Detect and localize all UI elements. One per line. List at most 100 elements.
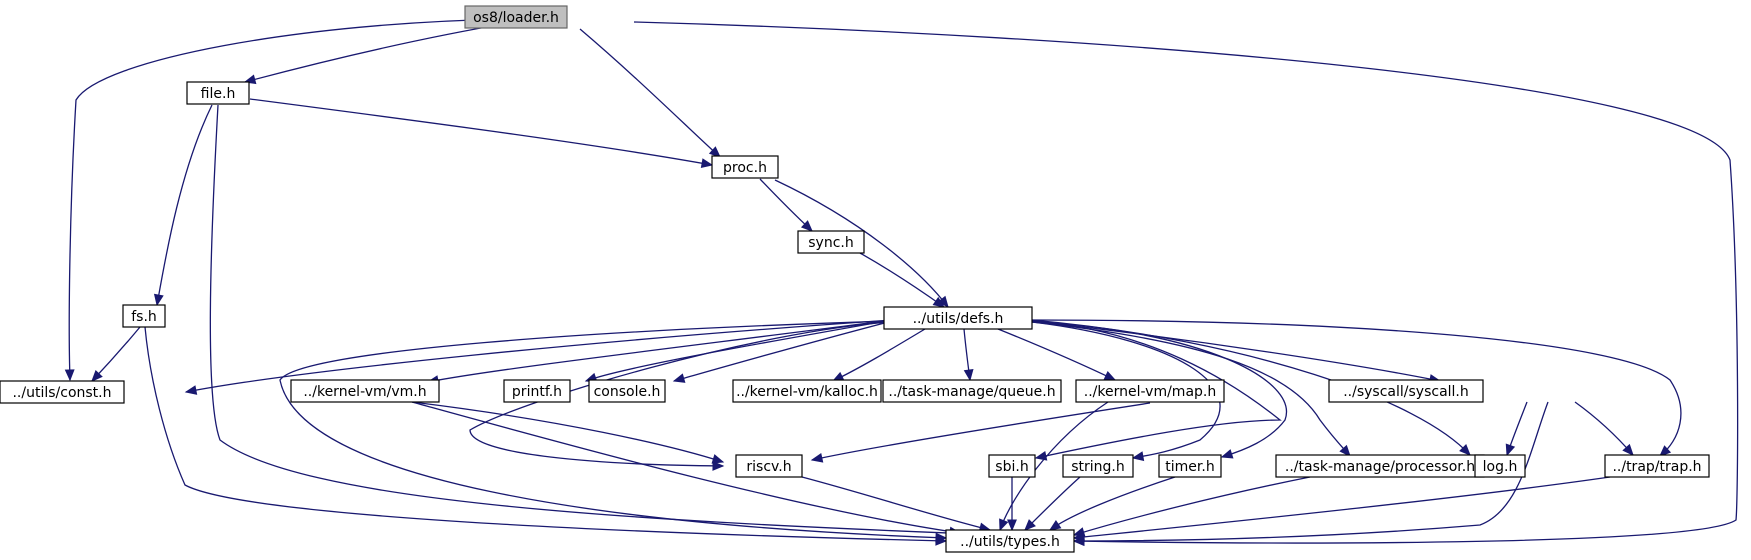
edge-arrowhead <box>810 452 824 463</box>
node-sbi[interactable]: sbi.h <box>988 454 1036 478</box>
edge-line <box>859 252 945 308</box>
edge-arrowhead <box>1622 443 1634 456</box>
node-map[interactable]: ../kernel-vm/map.h <box>1075 379 1225 403</box>
edge-syscall-to-log <box>1505 401 1528 457</box>
edge-line <box>411 401 961 534</box>
node-label: console.h <box>594 384 661 400</box>
node-trap[interactable]: ../trap/trap.h <box>1604 454 1710 478</box>
edge-vm-to-riscv <box>411 401 725 464</box>
edge-line <box>801 476 991 531</box>
edge-arrowhead <box>711 454 725 464</box>
edge-line <box>68 18 516 381</box>
edge-line <box>673 320 893 382</box>
node-processor[interactable]: ../task-manage/processor.h <box>1275 454 1485 478</box>
node-vm[interactable]: ../kernel-vm/vm.h <box>290 379 440 403</box>
node-console[interactable]: console.h <box>588 379 666 403</box>
edge-line <box>633 21 1739 544</box>
edge-arrowhead <box>935 532 948 543</box>
node-label: proc.h <box>723 160 767 176</box>
node-label: fs.h <box>131 309 157 325</box>
edge-arrowhead <box>700 158 714 169</box>
edge-arrowhead <box>1339 444 1351 457</box>
edge-string-to-types <box>1024 476 1081 531</box>
edge-arrowhead <box>708 146 721 158</box>
node-label: ../kernel-vm/map.h <box>1084 384 1216 400</box>
node-box <box>1328 379 1484 403</box>
edge-map-to-riscv <box>810 402 1151 463</box>
node-box <box>732 379 882 403</box>
node-riscv[interactable]: riscv.h <box>735 454 803 478</box>
edge-defs-to-types <box>279 320 948 543</box>
node-box <box>1075 379 1225 403</box>
edge-defs-to-queue <box>963 328 974 382</box>
node-label: ../utils/const.h <box>12 385 111 401</box>
node-fs[interactable]: fs.h <box>122 304 166 328</box>
edge-arrowhead <box>153 293 164 307</box>
node-sync[interactable]: sync.h <box>797 230 865 254</box>
node-label: ../kernel-vm/kalloc.h <box>736 384 878 400</box>
node-proc[interactable]: proc.h <box>711 155 779 179</box>
node-const[interactable]: ../utils/const.h <box>0 380 125 404</box>
edge-arrowhead <box>91 369 103 382</box>
edge-line <box>1574 401 1634 456</box>
node-label: ../syscall/syscall.h <box>1343 384 1469 400</box>
node-printf[interactable]: printf.h <box>503 379 571 403</box>
edge-sbi-to-types <box>1007 477 1017 532</box>
edge-line <box>579 28 721 158</box>
edge-defs-to-console <box>672 320 893 383</box>
node-syscall[interactable]: ../syscall/syscall.h <box>1328 379 1484 403</box>
edge-proc-to-sync <box>759 178 813 232</box>
node-box <box>945 529 1075 553</box>
node-log[interactable]: log.h <box>1474 454 1526 478</box>
edge-arrowhead <box>1131 451 1145 462</box>
node-string[interactable]: string.h <box>1062 454 1134 478</box>
node-file[interactable]: file.h <box>186 81 250 105</box>
node-box <box>186 81 250 105</box>
edge-arrowhead <box>1048 520 1062 531</box>
node-label: ../trap/trap.h <box>1612 459 1701 475</box>
edge-arrowhead <box>999 518 1009 532</box>
edge-defs-to-sbi <box>1031 320 1282 461</box>
edge-line <box>156 104 213 306</box>
edge-arrowhead <box>1505 443 1516 457</box>
edge-arrowhead <box>1659 445 1672 457</box>
edge-line <box>811 402 1151 461</box>
edge-line <box>1031 319 1471 456</box>
node-timer[interactable]: timer.h <box>1158 454 1222 478</box>
node-kalloc[interactable]: ../kernel-vm/kalloc.h <box>732 379 882 403</box>
edge-line <box>469 321 893 467</box>
node-box <box>1604 454 1710 478</box>
edge-arrowhead <box>963 368 974 382</box>
node-loader[interactable]: os8/loader.h <box>464 5 568 29</box>
edge-arrowhead <box>1103 371 1117 381</box>
edge-line <box>1024 476 1081 531</box>
edge-arrowhead <box>672 373 686 383</box>
node-defs[interactable]: ../utils/defs.h <box>883 306 1033 330</box>
edge-loader-to-const <box>64 18 516 382</box>
edge-line <box>585 319 893 382</box>
node-box <box>735 454 803 478</box>
node-label: printf.h <box>512 384 562 400</box>
edge-arrowhead <box>64 369 75 382</box>
node-label: ../task-manage/queue.h <box>888 384 1055 400</box>
nodes-layer: os8/loader.h file.h proc.h sync.h fs.h ../uti… <box>0 5 1710 553</box>
node-label: ../task-manage/processor.h <box>1285 459 1475 475</box>
edge-trap-to-types <box>1072 476 1611 542</box>
node-box <box>290 379 440 403</box>
edge-defs-to-const <box>184 319 893 395</box>
node-box <box>1158 454 1222 478</box>
node-box <box>464 5 568 29</box>
node-label: os8/loader.h <box>473 10 559 26</box>
edge-line <box>1073 401 1549 542</box>
node-box <box>1062 454 1134 478</box>
edge-defs-to-log <box>1031 319 1471 456</box>
node-label: string.h <box>1071 459 1125 475</box>
node-types[interactable]: ../utils/types.h <box>945 529 1075 553</box>
node-label: sync.h <box>808 235 853 251</box>
edge-timer-to-types <box>1048 476 1176 531</box>
edge-arrowhead <box>712 460 725 471</box>
edge-arrowhead <box>184 385 198 395</box>
node-queue[interactable]: ../task-manage/queue.h <box>882 379 1062 403</box>
edge-line <box>144 326 947 542</box>
edge-arrowhead <box>937 295 949 309</box>
